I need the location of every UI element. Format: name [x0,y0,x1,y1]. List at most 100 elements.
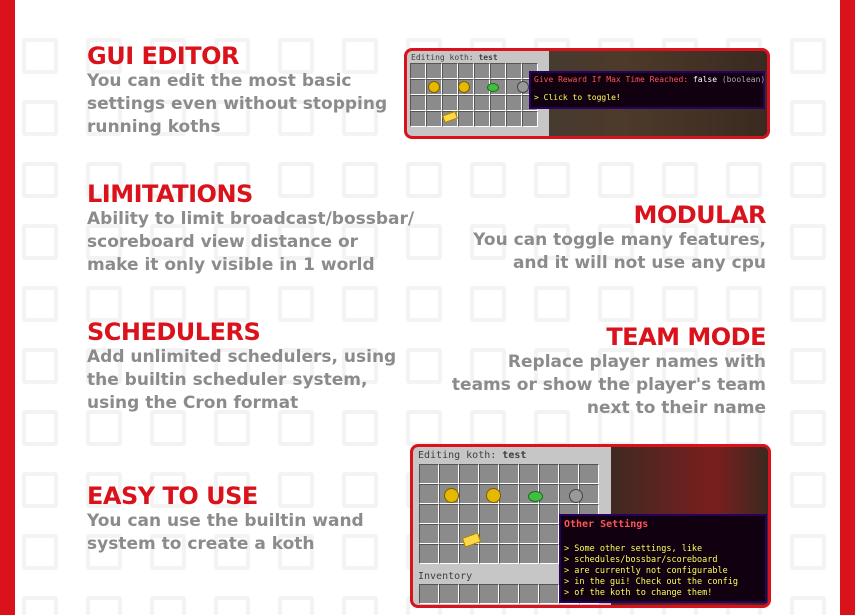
inventory-slot[interactable] [459,584,479,604]
inventory-slot[interactable] [419,464,439,484]
inventory-slot[interactable] [499,544,519,564]
inventory-slot[interactable] [442,79,458,95]
background-tile [662,162,698,198]
background-tile [278,410,314,446]
inventory-slot[interactable] [439,504,459,524]
inventory-slot[interactable] [490,63,506,79]
background-tile [214,286,250,322]
background-tile [214,100,250,136]
inventory-slot[interactable] [539,544,559,564]
team-mode-section: TEAM MODE Replace player names with team… [440,323,767,420]
inventory-slot[interactable] [410,63,426,79]
inventory-slot[interactable] [539,464,559,484]
inventory-slot[interactable] [459,544,479,564]
inventory-slot[interactable] [499,504,519,524]
limitations-line-2: scoreboard view distance or [87,232,359,252]
background-tile [150,224,186,260]
inventory-slot[interactable] [410,79,426,95]
inventory-slot[interactable] [522,111,538,127]
coin-icon[interactable] [444,488,459,503]
inventory-slot[interactable] [419,504,439,524]
background-tile [86,596,122,615]
inventory-slot[interactable] [499,484,519,504]
inventory-slot[interactable] [479,504,499,524]
inventory-slot[interactable] [442,63,458,79]
inventory-slot[interactable] [410,95,426,111]
inventory-slot[interactable] [499,584,519,604]
inventory-slot[interactable] [479,464,499,484]
emerald-icon[interactable] [528,491,543,502]
inventory-slot[interactable] [490,95,506,111]
inventory-slot[interactable] [459,484,479,504]
background-tile [86,472,122,508]
background-tile [150,410,186,446]
inventory-slot[interactable] [474,111,490,127]
inventory-slot[interactable] [442,95,458,111]
background-tile [726,162,762,198]
inventory-slot[interactable] [559,464,579,484]
inventory-slot[interactable] [458,63,474,79]
inventory-slot[interactable] [419,584,439,604]
inventory-slot[interactable] [506,95,522,111]
inventory-slot[interactable] [459,504,479,524]
background-tile [278,472,314,508]
inventory-slot[interactable] [426,111,442,127]
background-tile [534,162,570,198]
inventory-slot[interactable] [426,63,442,79]
coin-icon[interactable] [486,488,501,503]
inventory-slot[interactable] [426,95,442,111]
background-tile [278,224,314,260]
inventory-slot[interactable] [519,524,539,544]
inventory-slot[interactable] [439,544,459,564]
gui-editor-section: GUI EDITOR You can edit the most basic s… [87,42,407,139]
inventory-slot[interactable] [439,524,459,544]
background-tile [278,348,314,384]
inventory-slot[interactable] [419,484,439,504]
inventory-slot[interactable] [410,111,426,127]
inventory-slot[interactable] [579,464,599,484]
tooltip-title: Other Settings [564,519,649,530]
coin-icon[interactable] [458,81,470,93]
inventory-slot[interactable] [539,584,559,604]
background-tile [726,286,762,322]
background-tile [662,286,698,322]
coin-icon[interactable] [428,81,440,93]
inventory-slot[interactable] [519,584,539,604]
inventory-slot[interactable] [458,111,474,127]
background-tile [278,286,314,322]
gui-editor-screenshot: Editing koth: test Give Reward If Max Ti… [404,48,770,139]
inventory-slot[interactable] [419,544,439,564]
inventory-slot[interactable] [519,504,539,524]
inventory-slot[interactable] [490,111,506,127]
background-tile [214,596,250,615]
inventory-slot[interactable] [539,504,559,524]
inventory-slot[interactable] [499,464,519,484]
inventory-slot[interactable] [519,544,539,564]
clock-icon[interactable] [517,81,529,93]
inventory-slot[interactable] [479,524,499,544]
inventory-slot[interactable] [479,544,499,564]
clock-icon[interactable] [569,489,583,503]
inventory-slot[interactable] [539,524,559,544]
team-mode-line-2: teams or show the player's team [451,375,766,395]
emerald-icon[interactable] [487,83,499,92]
inventory-slot[interactable] [474,95,490,111]
inventory-slot[interactable] [439,464,459,484]
background-tile [790,534,826,570]
inventory-slot[interactable] [499,524,519,544]
inventory-slot[interactable] [459,464,479,484]
tooltip-line-4: > in the gui! Check out the config [564,577,738,587]
tooltip-line-1: > Some other settings, like [564,544,703,554]
inventory-slot[interactable] [419,524,439,544]
background-tile [342,286,378,322]
inventory-slot[interactable] [439,584,459,604]
inventory-slot[interactable] [479,584,499,604]
inventory-slot[interactable] [458,95,474,111]
inventory-slot[interactable] [519,464,539,484]
background-tile [342,38,378,74]
background-tile [662,348,698,384]
inventory-slot[interactable] [474,63,490,79]
inventory-slot[interactable] [506,111,522,127]
background-tile [534,286,570,322]
inventory-slot[interactable] [506,63,522,79]
